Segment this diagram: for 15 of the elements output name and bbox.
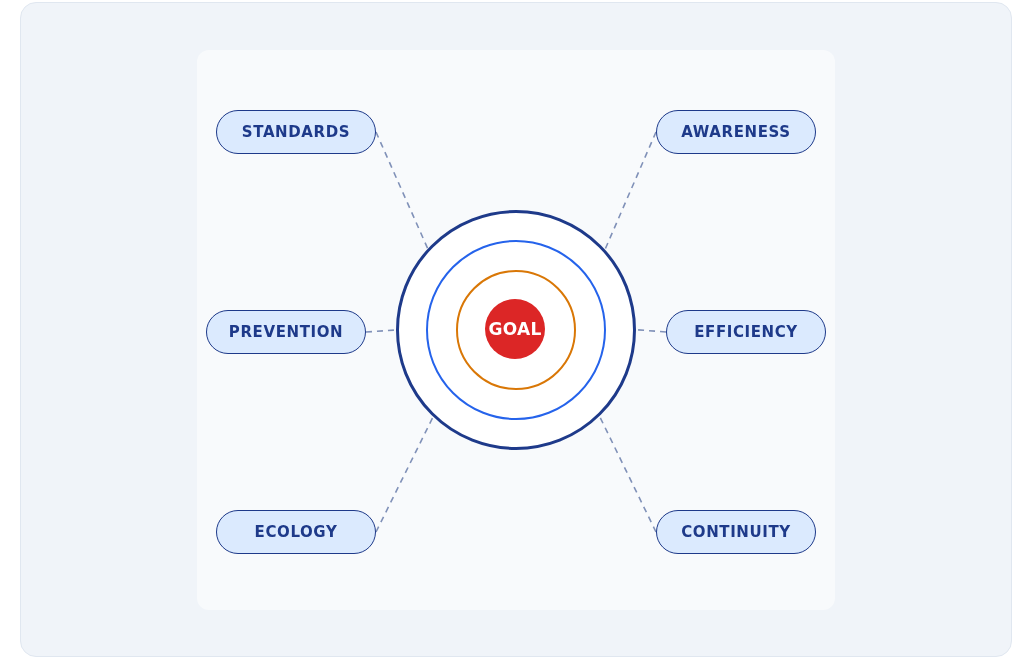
dashed-connector [604,131,657,251]
inner-ring [455,269,576,390]
dashed-connector [375,131,429,250]
dashed-connector [598,415,657,533]
goal-circle: GOAL [485,299,545,359]
dashed-connector [635,328,667,333]
category-pill: ECOLOGY [216,510,376,554]
dashed-connector [365,329,397,333]
category-pill: EFFICIENCY [666,310,826,354]
category-pill: PREVENTION [206,310,366,354]
middle-ring [426,240,606,420]
category-pill: STANDARDS [216,110,376,154]
category-pill: CONTINUITY [656,510,816,554]
dashed-connector [375,416,434,533]
category-pill: AWARENESS [656,110,816,154]
